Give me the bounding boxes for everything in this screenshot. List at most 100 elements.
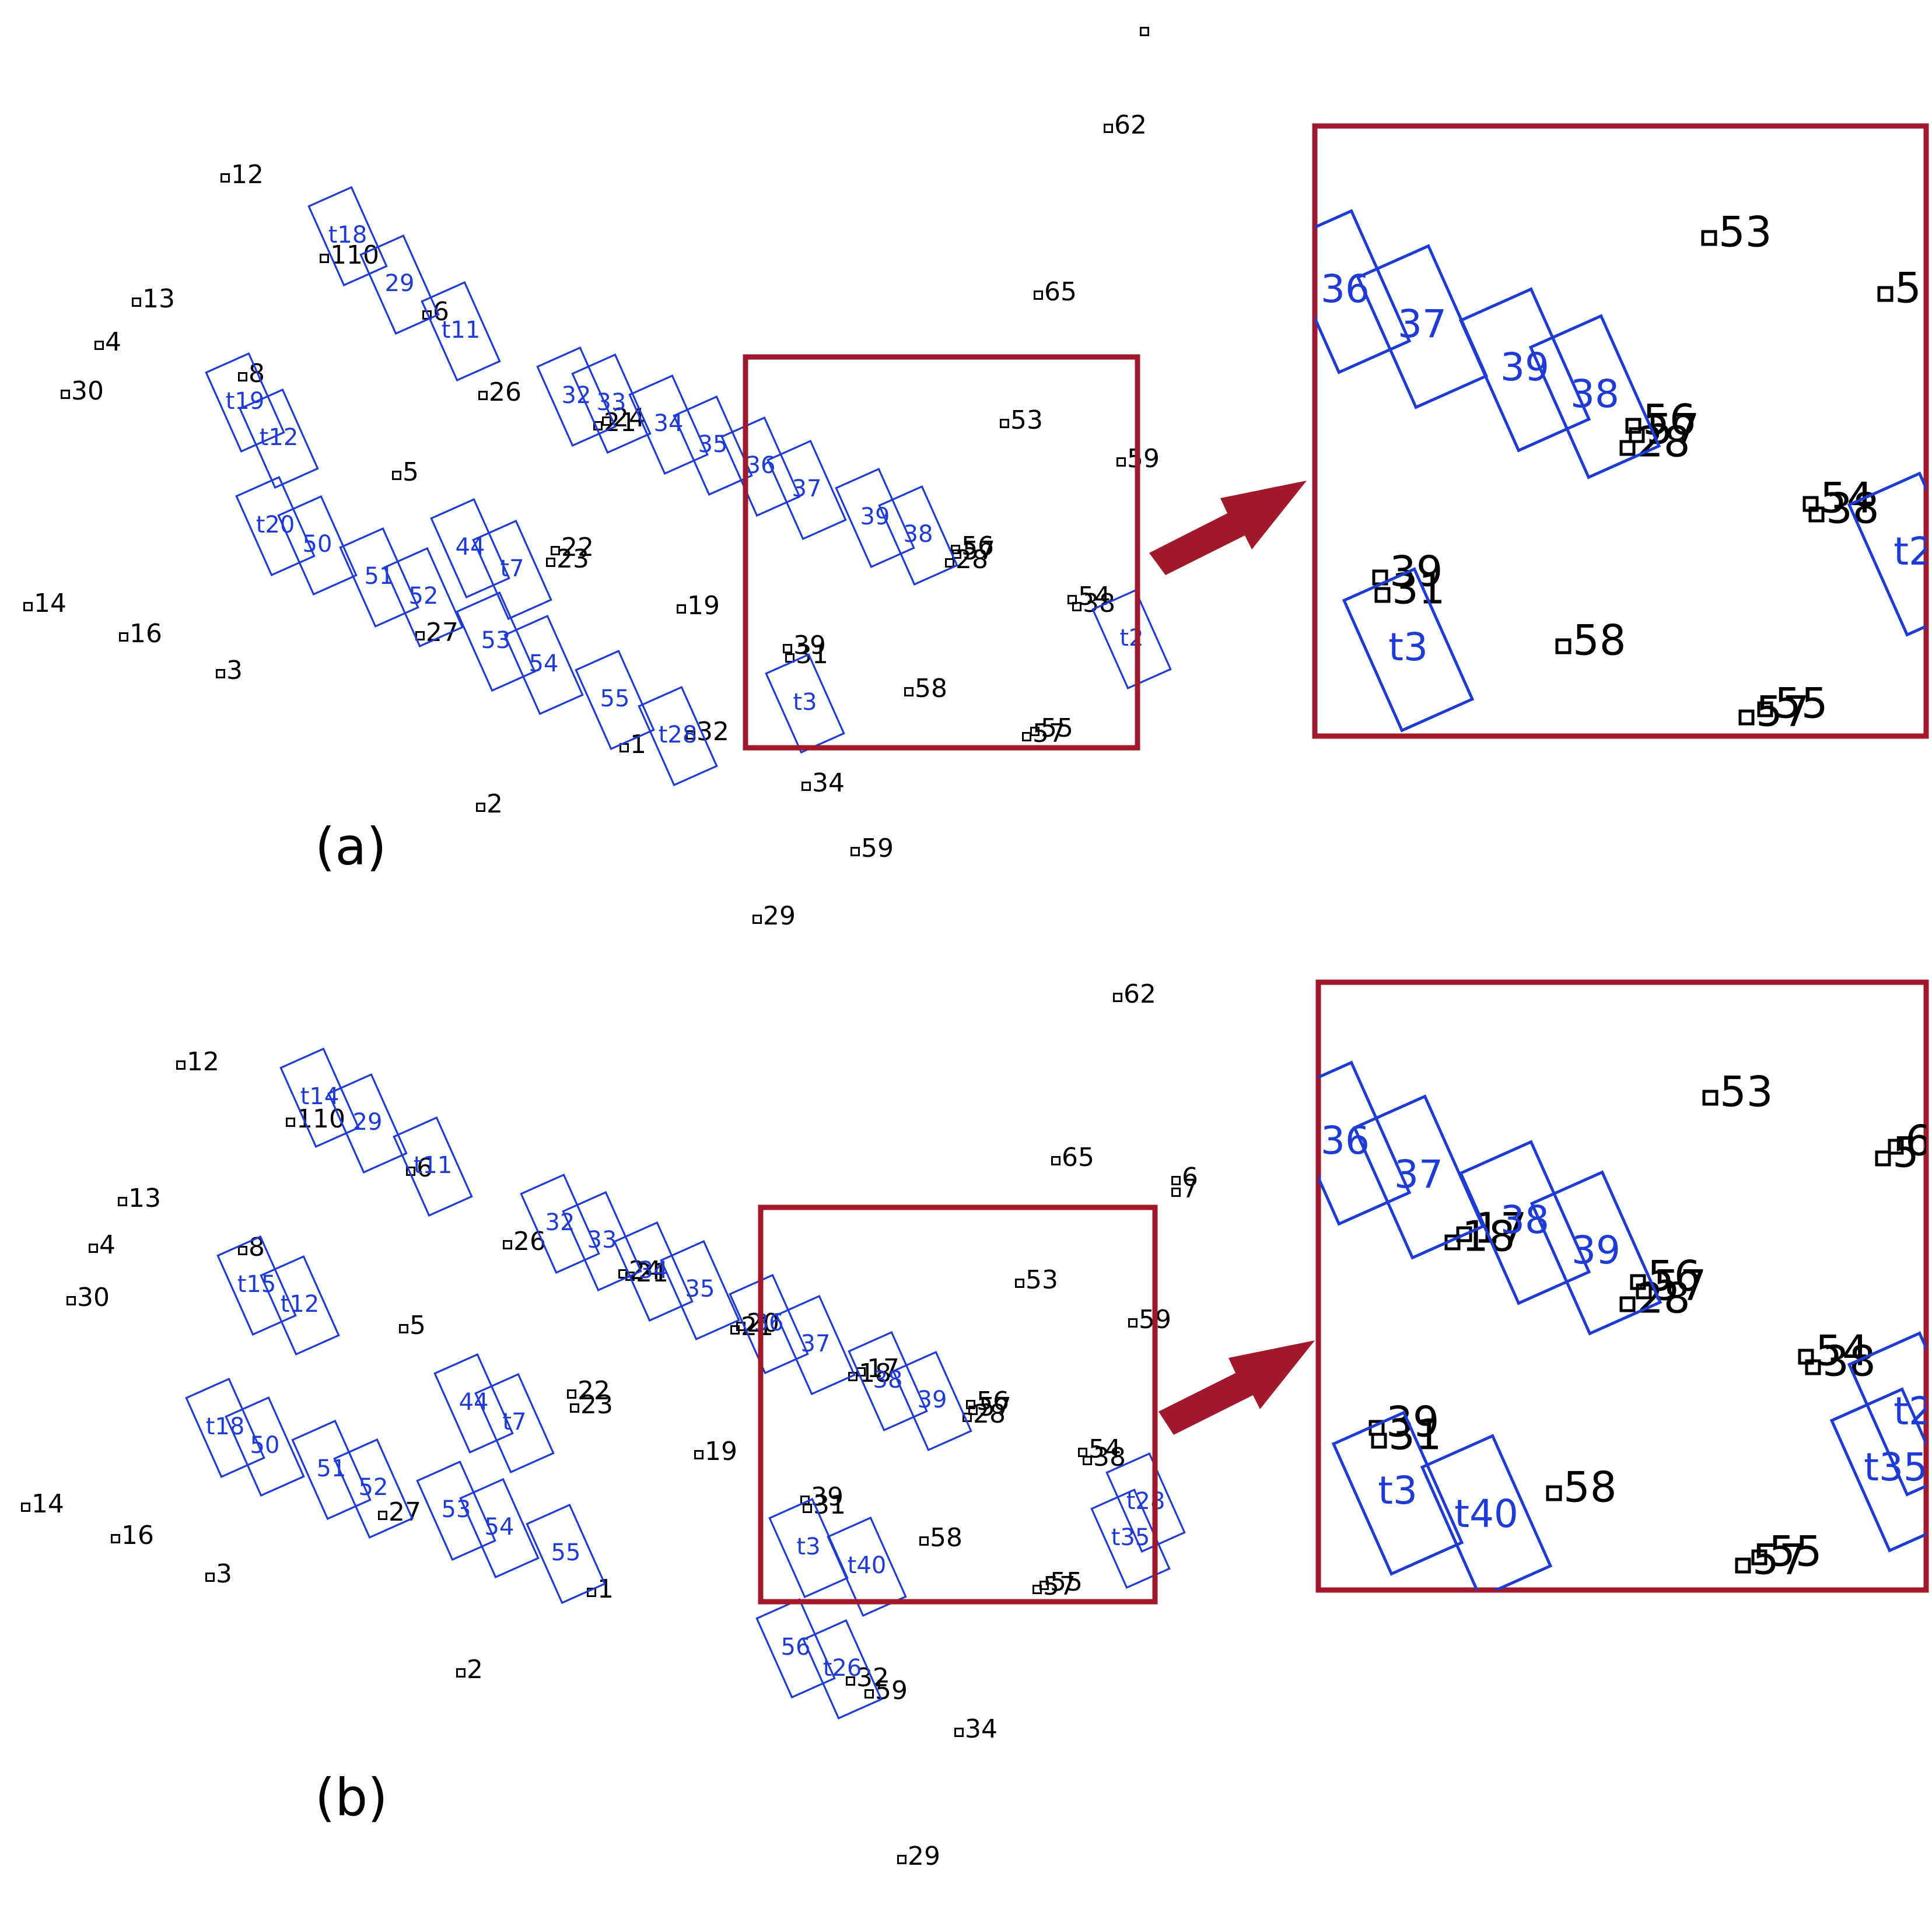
point-marker: 54 xyxy=(1078,1434,1121,1464)
point-marker: 23 xyxy=(546,544,589,574)
point-square xyxy=(1171,1176,1181,1185)
point-marker: 56 xyxy=(966,1386,1009,1416)
obstacle-outline xyxy=(878,485,958,586)
obstacle-label: t35 xyxy=(1864,1445,1928,1490)
point-marker: 57 xyxy=(1738,687,1810,736)
point-square xyxy=(802,782,811,791)
point-label: 59 xyxy=(875,1676,908,1706)
point-marker: 19 xyxy=(694,1437,737,1466)
point-square xyxy=(1128,1318,1138,1328)
obstacle-box: 52 xyxy=(333,1438,414,1539)
obstacle-label: 33 xyxy=(587,1227,617,1253)
panel-b-label: (b) xyxy=(315,1767,388,1827)
point-marker: 57 xyxy=(952,536,995,566)
obstacle-label: 38 xyxy=(1500,1197,1549,1242)
point-marker: 6 xyxy=(406,1153,433,1183)
point-label: 28 xyxy=(1637,1273,1690,1322)
point-label: 53 xyxy=(1026,1265,1058,1295)
point-marker: 14 xyxy=(21,1489,64,1519)
point-square xyxy=(61,390,70,399)
point-marker: 3 xyxy=(216,656,243,685)
point-marker: 57 xyxy=(1735,1535,1806,1584)
obstacle-label: 37 xyxy=(1394,1152,1443,1197)
obstacle-outline xyxy=(421,281,501,381)
point-marker: 38 xyxy=(1808,484,1880,533)
point-square xyxy=(850,847,860,856)
point-label: 26 xyxy=(513,1227,546,1256)
point-marker: 23 xyxy=(570,1390,613,1420)
point-marker: 5 xyxy=(392,457,419,487)
point-square xyxy=(286,1118,295,1127)
point-label: 39 xyxy=(1386,1397,1440,1446)
obstacle-outline xyxy=(383,547,464,647)
obstacle-box: 36 xyxy=(1315,209,1412,374)
obstacle-outline xyxy=(503,615,584,715)
point-marker: 5 xyxy=(399,1311,426,1340)
point-marker: 53 xyxy=(1015,1265,1058,1295)
point-label: 7 xyxy=(1182,1174,1198,1204)
obstacle-box: 37 xyxy=(775,1295,856,1395)
point-label: 17 xyxy=(867,1354,900,1384)
point-marker: 2 xyxy=(456,1655,483,1685)
obstacle-outline xyxy=(526,1504,606,1604)
point-square xyxy=(677,604,686,614)
point-label: 57 xyxy=(1756,687,1810,736)
obstacle-label: t40 xyxy=(1454,1491,1518,1536)
obstacle-outline xyxy=(456,591,536,692)
obstacle-box: t11 xyxy=(421,281,501,381)
point-square xyxy=(119,632,128,642)
point-label: 62 xyxy=(1124,979,1156,1009)
point-label: 55 xyxy=(1041,713,1073,743)
point-square xyxy=(1875,1150,1891,1167)
obstacle-box: 44 xyxy=(433,1353,514,1454)
obstacle-label: t20 xyxy=(256,512,295,538)
point-marker: 16 xyxy=(119,619,162,649)
point-marker: 4 xyxy=(89,1230,116,1260)
point-marker: 54 xyxy=(1068,582,1111,611)
point-square xyxy=(966,1400,975,1409)
point-marker: 1 xyxy=(587,1574,614,1604)
point-square xyxy=(1636,1283,1652,1300)
point-square xyxy=(625,1272,635,1281)
obstacle-box: 39 xyxy=(835,468,915,568)
point-label: 13 xyxy=(128,1183,161,1213)
point-label: 16 xyxy=(121,1521,154,1550)
point-marker: 55 xyxy=(1751,1526,1822,1575)
obstacle-box: 39 xyxy=(1530,1170,1662,1336)
point-marker: 28 xyxy=(1619,417,1690,466)
obstacle-box: 52 xyxy=(383,547,464,647)
obstacle-label: 32 xyxy=(545,1209,575,1236)
panel-b-zoom-box xyxy=(1315,979,1929,1593)
panel-b-roi-box xyxy=(758,1204,1158,1605)
obstacle-outline xyxy=(1352,1094,1485,1260)
obstacle-box: t18 xyxy=(307,186,388,286)
point-square xyxy=(1877,286,1894,302)
obstacle-label: t18 xyxy=(206,1413,245,1440)
obstacle-outline xyxy=(1528,314,1661,479)
obstacle-outline xyxy=(235,476,316,576)
point-label: 62 xyxy=(1114,110,1147,140)
point-square xyxy=(1374,587,1391,603)
point-marker: 34 xyxy=(954,1714,998,1744)
obstacle-box: t28 xyxy=(638,686,718,786)
obstacle-label: t3 xyxy=(1388,625,1428,670)
point-label: 58 xyxy=(1563,1462,1617,1511)
point-marker: 26 xyxy=(478,377,522,407)
point-label: 3 xyxy=(216,1559,232,1589)
obstacle-box: 29 xyxy=(359,234,440,335)
point-square xyxy=(1751,1549,1768,1566)
obstacle-outline xyxy=(660,1240,740,1340)
point-square xyxy=(570,1403,579,1413)
obstacle-label: 36 xyxy=(1321,267,1370,311)
point-label: 32 xyxy=(856,1663,889,1693)
point-label: 12 xyxy=(231,160,264,190)
point-square xyxy=(1629,427,1645,443)
obstacle-box: t2 xyxy=(1091,589,1172,689)
point-label: 4 xyxy=(105,327,121,357)
point-marker: 65 xyxy=(1051,1143,1094,1172)
point-square xyxy=(1619,440,1636,456)
obstacle-box: t14 xyxy=(279,1048,360,1148)
obstacle-box: 55 xyxy=(526,1504,606,1604)
point-square xyxy=(730,1325,740,1335)
